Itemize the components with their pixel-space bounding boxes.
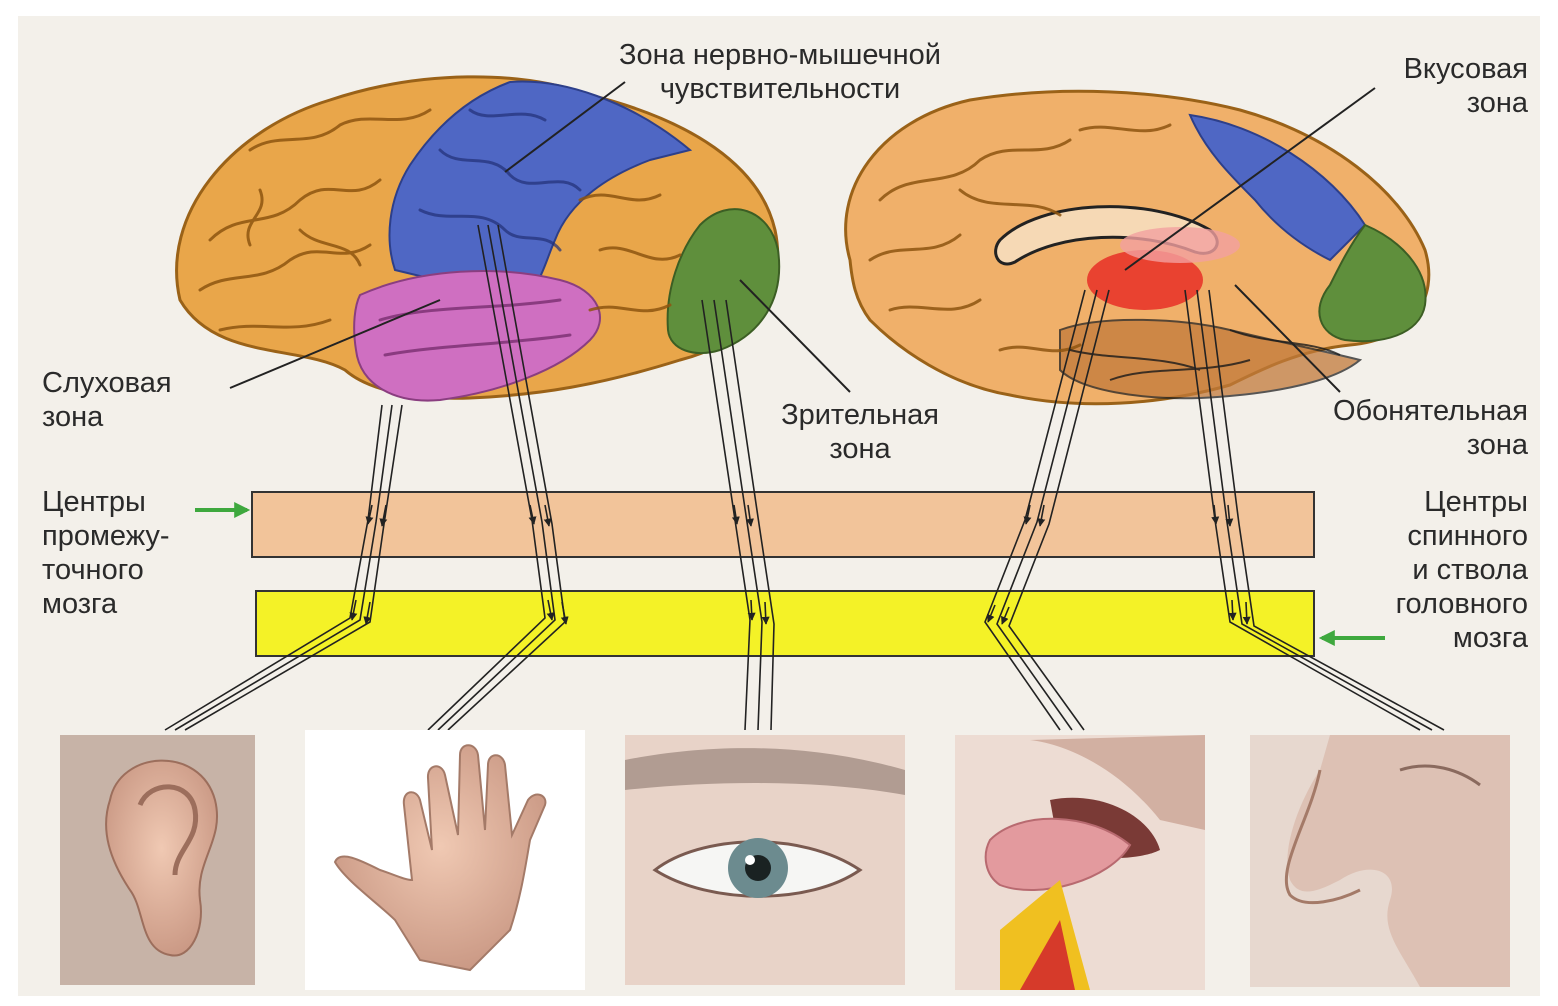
- auditory-zone-label: Слуховая зона: [42, 366, 242, 434]
- hand-image: [305, 730, 585, 990]
- taste-zone-halo: [1120, 227, 1240, 263]
- neuromuscular-zone-label: Зона нервно-мышечной чувствительности: [560, 38, 1000, 106]
- diencephalon-band: [252, 492, 1314, 557]
- olfactory-zone-label: Обонятельная зона: [1250, 394, 1528, 462]
- visual-zone-label: Зрительная зона: [745, 398, 975, 466]
- nose-image: [1250, 735, 1510, 987]
- tongue-image: [955, 735, 1205, 990]
- spinal-brainstem-centers-label: Центры спинного и ствола головного мозга: [1330, 485, 1528, 655]
- taste-zone-label: Вкусовая зона: [1300, 52, 1528, 120]
- spinal-band: [256, 591, 1314, 656]
- diencephalon-centers-label: Центры промежу- точного мозга: [42, 485, 242, 621]
- eye-image: [625, 735, 905, 985]
- ear-image: [60, 735, 255, 985]
